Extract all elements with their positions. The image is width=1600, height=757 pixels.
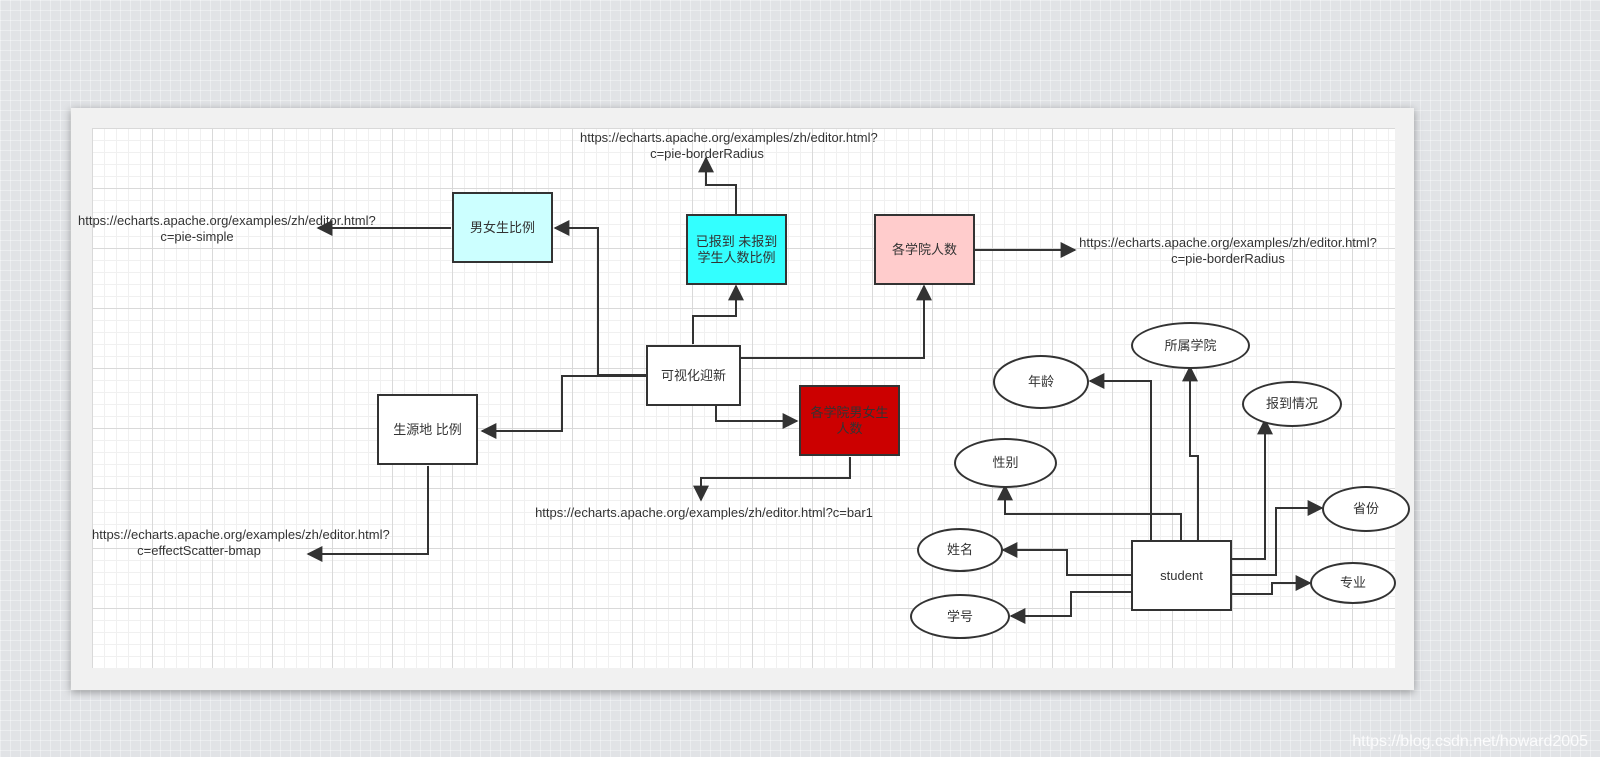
- attr-gender[interactable]: 性别: [954, 438, 1057, 488]
- attr-college[interactable]: 所属学院: [1131, 322, 1250, 369]
- edge-student-id: [1009, 591, 1131, 624]
- edge-center-collegegender: [715, 406, 799, 429]
- attr-major[interactable]: 专业: [1310, 562, 1396, 604]
- watermark: https://blog.csdn.net/howard2005: [1352, 733, 1588, 750]
- edge-center-report: [692, 284, 744, 344]
- edge-student-major: [1232, 575, 1312, 595]
- edge-center-college: [740, 284, 932, 359]
- edge-center-gender: [553, 220, 646, 376]
- source-ratio-node[interactable]: 生源地 比例: [377, 394, 478, 465]
- college-gender-node[interactable]: 各学院男女生人数: [799, 385, 900, 456]
- link-source-ratio: https://echarts.apache.org/examples/zh/e…: [92, 527, 390, 558]
- edge-student-report: [1232, 418, 1273, 560]
- edge-collegegender-link: [693, 457, 851, 502]
- edge-center-source: [480, 375, 646, 439]
- edge-source-link: [306, 466, 429, 562]
- center-node[interactable]: 可视化迎新: [646, 345, 741, 406]
- student-node[interactable]: student: [1131, 540, 1232, 611]
- attr-report-status[interactable]: 报到情况: [1242, 381, 1342, 427]
- link-college-gender: https://echarts.apache.org/examples/zh/e…: [535, 505, 873, 520]
- edge-student-name: [1001, 542, 1131, 576]
- attr-age[interactable]: 年龄: [993, 355, 1089, 409]
- edge-student-gender: [997, 484, 1182, 540]
- edge-student-age: [1088, 373, 1152, 540]
- gender-ratio-node[interactable]: 男女生比例: [452, 192, 553, 263]
- attr-student-id[interactable]: 学号: [910, 594, 1010, 639]
- attr-name[interactable]: 姓名: [917, 528, 1003, 572]
- edge-student-province: [1232, 500, 1324, 576]
- link-report-ratio: https://echarts.apache.org/examples/zh/e…: [580, 130, 878, 161]
- edge-student-college: [1182, 365, 1199, 540]
- college-count-node[interactable]: 各学院人数: [874, 214, 975, 285]
- link-college-count: https://echarts.apache.org/examples/zh/e…: [1079, 235, 1377, 266]
- edge-report-link: [698, 156, 737, 214]
- attr-province[interactable]: 省份: [1322, 486, 1410, 532]
- link-gender-ratio: https://echarts.apache.org/examples/zh/e…: [78, 213, 376, 244]
- report-ratio-node[interactable]: 已报到 未报到学生人数比例: [686, 214, 787, 285]
